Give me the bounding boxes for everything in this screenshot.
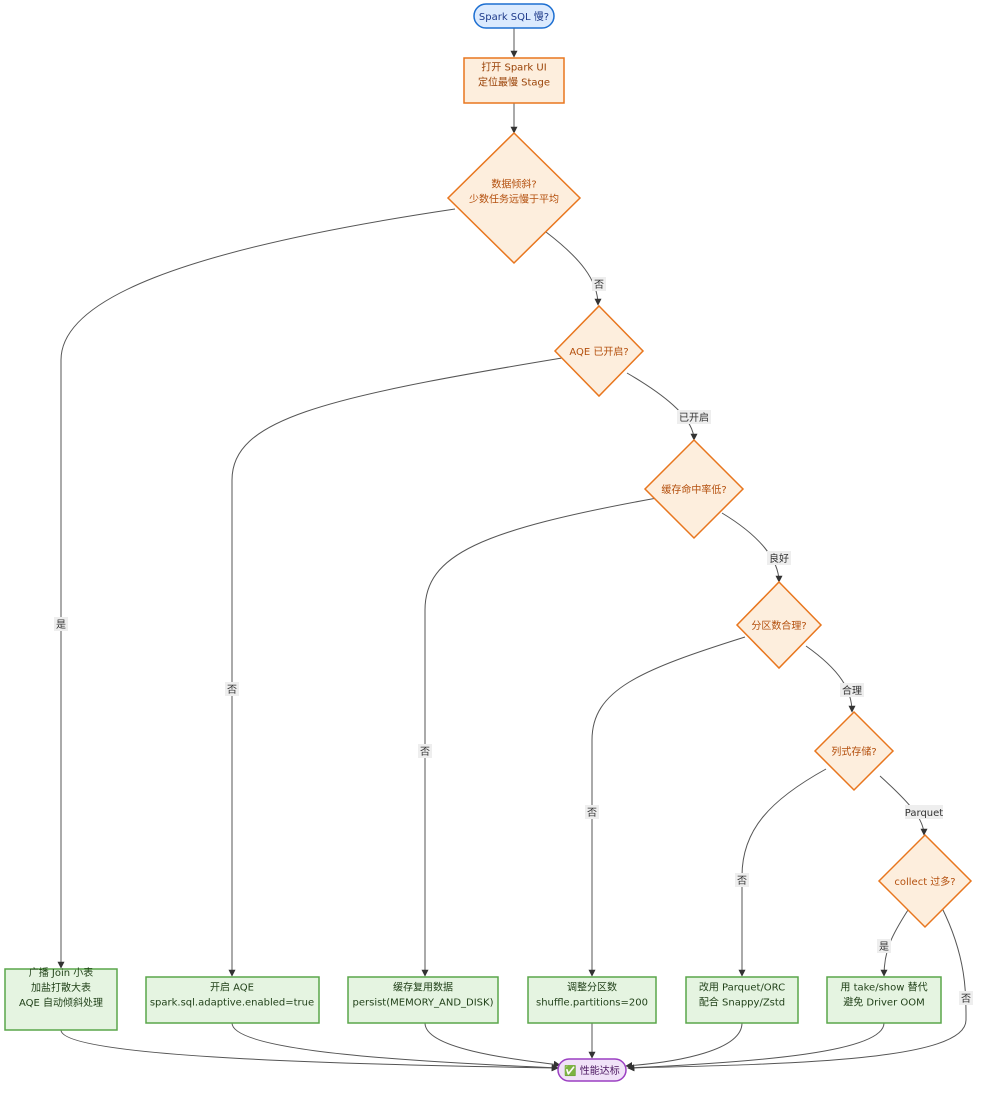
svg-text:collect 过多?: collect 过多? [894, 875, 955, 888]
edge-label-col-parquet: Parquet [905, 805, 943, 819]
edge-label-skew-no: 否 [592, 277, 606, 291]
svg-text:已开启: 已开启 [679, 411, 709, 424]
decision-cache-hit-low: 缓存命中率低? [643, 438, 745, 540]
fix-avoid-collect: 用 take/show 替代避免 Driver OOM [826, 976, 942, 1024]
node-label-line: 避免 Driver OOM [843, 996, 925, 1009]
decision-aqe-enabled: AQE 已开启? [553, 304, 645, 398]
fix-columnar-format: 改用 Parquet/ORC 配合 Snappy/Zstd [685, 976, 799, 1024]
node-label-line: 缓存复用数据 [393, 981, 453, 994]
fix-data-skew: 广播 Join 小表加盐打散大表 AQE 自动倾斜处理 [4, 966, 118, 1031]
edge-cache-to-partitions [721, 512, 783, 583]
svg-text:分区数合理?: 分区数合理? [751, 619, 806, 632]
node-label-line: 调整分区数 [567, 981, 617, 994]
node-label-line: 开启 AQE [210, 981, 254, 994]
edge-fix-collect-to-end [627, 1022, 885, 1072]
edge-skew-to-fix-skew [57, 208, 456, 969]
svg-text:否: 否 [420, 746, 430, 758]
svg-text:是: 是 [879, 941, 889, 953]
node-label-line: 少数任务远慢于平均 [469, 193, 559, 206]
edge-aqe-to-cache [626, 372, 698, 441]
fix-adjust-partitions: 调整分区数 shuffle.partitions=200 [527, 976, 657, 1024]
edge-fix-aqe-to-end [231, 1022, 559, 1072]
node-label-line: AQE 已开启? [569, 345, 628, 358]
edge-fix-skew-to-end [60, 1029, 559, 1072]
svg-text:否: 否 [737, 875, 747, 887]
edge-label-part-no: 否 [585, 805, 599, 819]
svg-text:否: 否 [961, 993, 971, 1005]
node-open-spark-ui: 打开 Spark UI 定位最慢 Stage [463, 57, 565, 104]
decision-columnar-storage: 列式存储? [813, 710, 895, 792]
edge-aqe-to-fix-aqe [228, 357, 563, 977]
edge-columnar-to-fix-columnar [738, 768, 827, 977]
edge-label-cache-good: 良好 [767, 551, 791, 565]
node-label-line: 改用 Parquet/ORC [699, 981, 785, 994]
svg-text:良好: 良好 [769, 552, 789, 565]
node-label-line: shuffle.partitions=200 [536, 998, 648, 1009]
node-label-line: 列式存储? [831, 745, 876, 758]
node-start: Spark SQL 慢? [473, 3, 555, 29]
edge-collect-to-end [627, 907, 967, 1072]
svg-text:用 take/show 替代避免 Driver OOM: 用 take/show 替代避免 Driver OOM [840, 981, 927, 1009]
node-label-line: 配合 Snappy/Zstd [699, 996, 785, 1009]
node-label-line: collect 过多? [894, 875, 955, 888]
edge-cache-to-fix-cache [421, 497, 658, 977]
node-label-line: 缓存命中率低? [661, 483, 726, 496]
edge-label-collect-yes: 是 [877, 939, 891, 953]
edge-label-part-ok: 合理 [840, 683, 864, 697]
edge-skew-to-aqe [545, 231, 602, 306]
node-label-line: spark.sql.adaptive.enabled=true [150, 998, 314, 1009]
edge-label-skew-yes: 是 [54, 617, 68, 631]
edge-partitions-to-fix-partitions [588, 636, 746, 977]
svg-text:Parquet: Parquet [905, 808, 943, 819]
svg-text:数据倾斜?少数任务远慢于平均: 数据倾斜? 少数任务远慢于平均 [469, 178, 559, 206]
svg-text:否: 否 [594, 279, 604, 291]
edge-label-collect-no: 否 [959, 991, 973, 1005]
svg-text:否: 否 [587, 807, 597, 819]
node-end-performance-ok: ✅ 性能达标 [557, 1058, 627, 1082]
node-label-line: Spark SQL 慢? [479, 11, 549, 23]
node-label-line: ✅ 性能达标 [564, 1064, 620, 1077]
edge-fix-columnar-to-end [625, 1022, 743, 1070]
svg-text:合理: 合理 [842, 684, 862, 697]
node-label-line: 广播 Join 小表 [29, 966, 94, 979]
decision-data-skew: 数据倾斜? 少数任务远慢于平均 [446, 131, 582, 265]
node-label-line: 分区数合理? [751, 619, 806, 632]
node-label-line: 用 take/show 替代 [840, 981, 927, 994]
node-label-line: persist(MEMORY_AND_DISK) [353, 998, 494, 1009]
svg-text:Spark SQL 慢?: Spark SQL 慢? [479, 11, 549, 23]
fix-enable-aqe: 开启 AQE spark.sql.adaptive.enabled=true [145, 976, 320, 1024]
node-label-line: 数据倾斜? [491, 178, 536, 191]
edge-label-aqe-no: 否 [225, 682, 239, 696]
edge-label-col-no: 否 [735, 873, 749, 887]
decision-collect-too-many: collect 过多? [877, 833, 973, 929]
node-label-line: 定位最慢 Stage [478, 76, 550, 89]
fix-cache-data: 缓存复用数据 persist(MEMORY_AND_DISK) [347, 976, 499, 1024]
svg-text:列式存储?: 列式存储? [831, 745, 876, 758]
svg-text:是: 是 [56, 619, 66, 631]
decision-partitions-ok: 分区数合理? [735, 580, 823, 670]
node-label-line: 加盐打散大表 [31, 981, 91, 994]
svg-text:AQE 已开启?: AQE 已开启? [569, 345, 628, 358]
svg-text:✅ 性能达标: ✅ 性能达标 [564, 1064, 620, 1077]
edge-partitions-to-columnar [805, 645, 856, 713]
edge-label-cache-no: 否 [418, 744, 432, 758]
svg-text:否: 否 [227, 684, 237, 696]
edge-label-aqe-yes: 已开启 [677, 410, 711, 424]
node-label-line: AQE 自动倾斜处理 [19, 996, 103, 1009]
svg-text:缓存命中率低?: 缓存命中率低? [661, 483, 726, 496]
node-label-line: 打开 Spark UI [481, 61, 546, 74]
edge-fix-cache-to-end [424, 1022, 561, 1068]
